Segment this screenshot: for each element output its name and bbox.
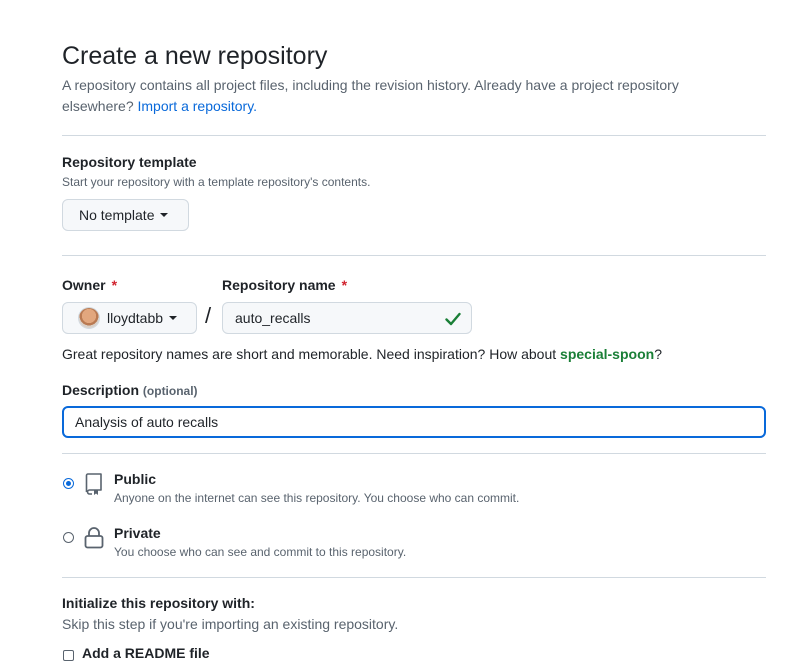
import-repository-link[interactable]: Import a repository. (137, 98, 258, 114)
init-help: Skip this step if you're importing an ex… (62, 616, 399, 632)
suggested-name-link[interactable]: special-spoon (560, 346, 655, 362)
name-suggestion: Great repository names are short and mem… (62, 346, 662, 362)
owner-label: Owner * (62, 277, 117, 293)
name-suggestion-text: Great repository names are short and mem… (62, 346, 557, 362)
owner-value: lloydtabb (107, 310, 164, 326)
optional-tag: (optional) (142, 384, 198, 398)
lock-icon (84, 527, 104, 549)
page-description-line1: A repository contains all project files,… (62, 77, 679, 93)
description-label: Description (optional) (62, 382, 198, 398)
owner-dropdown-button[interactable]: lloydtabb (62, 302, 197, 334)
description-label-text: Description (62, 382, 140, 398)
page-title: Create a new repository (62, 42, 328, 70)
template-help: Start your repository with a template re… (62, 175, 371, 189)
description-value: Analysis of auto recalls (75, 414, 219, 430)
repo-name-label-text: Repository name (222, 277, 336, 293)
readme-label: Add a README file (82, 645, 210, 661)
private-label: Private (114, 525, 161, 541)
name-suggestion-suffix: ? (654, 346, 662, 362)
divider (62, 255, 766, 256)
public-label: Public (114, 471, 157, 487)
template-dropdown-button[interactable]: No template (62, 199, 189, 231)
required-mark: * (341, 277, 348, 293)
repo-name-label: Repository name * (222, 277, 347, 293)
divider (62, 135, 766, 136)
page-description-prefix: elsewhere? (62, 98, 134, 114)
avatar (79, 308, 99, 328)
page-description-line2: elsewhere? Import a repository. (62, 98, 257, 114)
chevron-down-icon (169, 316, 178, 320)
public-help: Anyone on the internet can see this repo… (114, 491, 520, 505)
page-description: A repository contains all project files,… (62, 77, 679, 93)
readme-checkbox[interactable] (63, 650, 74, 661)
template-dropdown-label: No template (79, 207, 155, 223)
init-label: Initialize this repository with: (62, 595, 255, 611)
template-label: Repository template (62, 154, 197, 170)
private-radio[interactable] (63, 532, 74, 543)
owner-label-text: Owner (62, 277, 106, 293)
description-input[interactable]: Analysis of auto recalls (62, 406, 766, 438)
required-mark: * (111, 277, 118, 293)
chevron-down-icon (160, 213, 169, 217)
repo-icon (85, 473, 102, 495)
divider (62, 453, 766, 454)
divider (62, 577, 766, 578)
repo-name-value: auto_recalls (235, 310, 311, 326)
check-icon (445, 312, 461, 326)
owner-repo-separator: / (205, 303, 212, 328)
private-help: You choose who can see and commit to thi… (114, 545, 407, 559)
public-radio[interactable] (63, 478, 74, 489)
repo-name-input[interactable]: auto_recalls (222, 302, 472, 334)
